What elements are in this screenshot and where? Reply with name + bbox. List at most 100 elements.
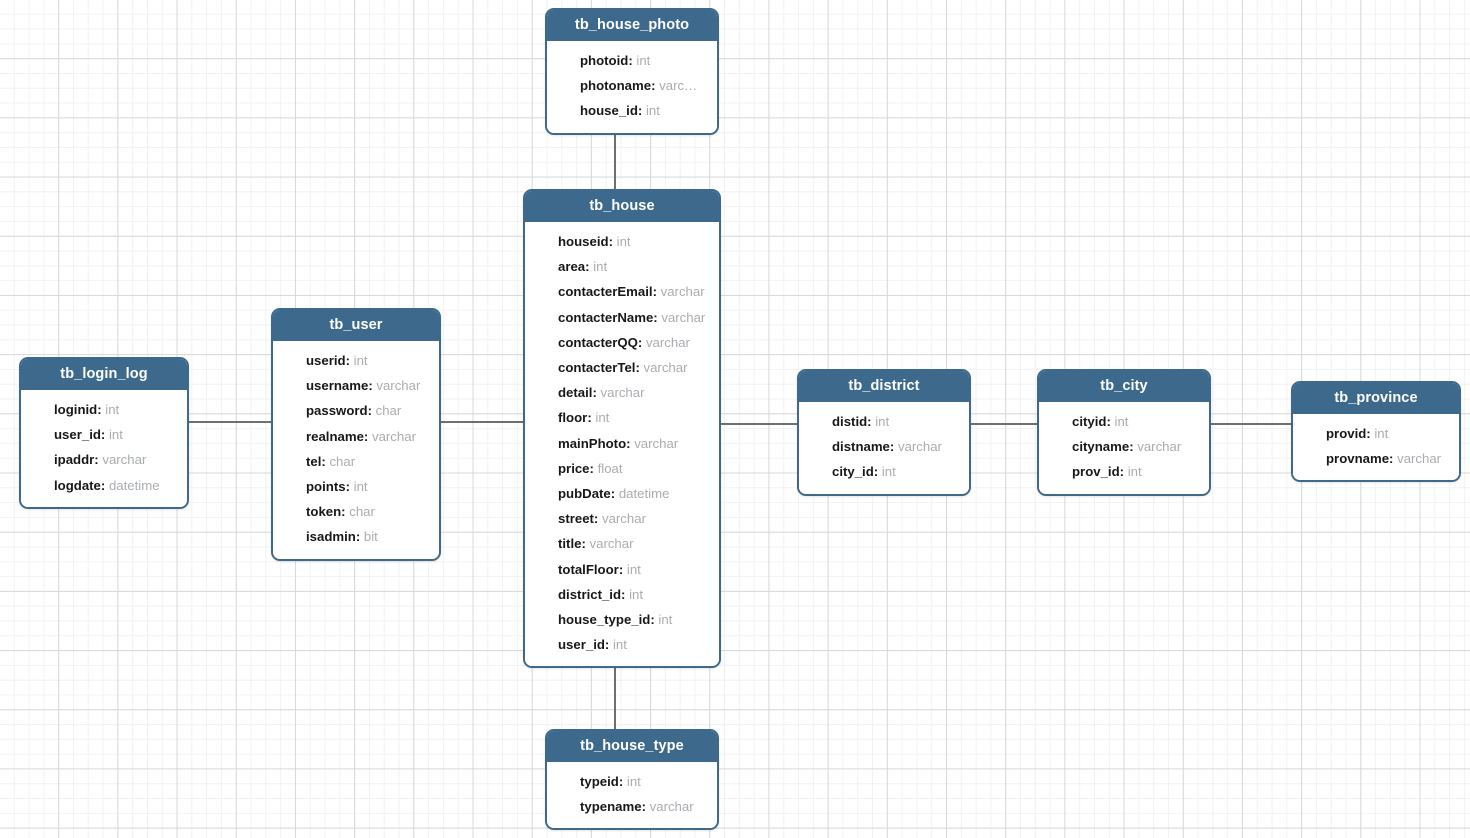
field-separator: : (889, 439, 895, 455)
field-type: int (609, 637, 627, 653)
field-row[interactable]: mainPhoto: varchar (525, 431, 719, 456)
field-type: int (1124, 464, 1142, 480)
connector-district-to-city[interactable] (970, 423, 1038, 425)
field-row[interactable]: street: varchar (525, 506, 719, 531)
field-row[interactable]: house_type_id: int (525, 607, 719, 632)
field-row[interactable]: realname: varchar (273, 424, 439, 449)
field-row[interactable]: contacterTel: varchar (525, 355, 719, 380)
field-type: varchar (639, 360, 688, 376)
field-row[interactable]: totalFloor: int (525, 557, 719, 582)
connector-house-to-house-type[interactable] (614, 665, 616, 729)
field-row[interactable]: ipaddr: varchar (21, 447, 187, 472)
field-name: contacterName (558, 309, 654, 325)
field-row[interactable]: cityname: varchar (1039, 434, 1209, 459)
field-name: photoid (580, 53, 629, 68)
field-name: typename (580, 799, 642, 815)
field-type: int (591, 410, 610, 426)
field-row[interactable]: city_id: int (799, 459, 969, 484)
field-row[interactable]: user_id: int (21, 422, 187, 447)
field-name: detail (558, 385, 593, 401)
field-row[interactable]: isadmin: bit (273, 524, 439, 549)
entity-title-tb_district: tb_district (799, 371, 969, 402)
field-row[interactable]: floor: int (525, 405, 719, 430)
field-type: int (101, 402, 120, 417)
field-row[interactable]: distname: varchar (799, 434, 969, 459)
field-row[interactable]: house_id: int (547, 98, 717, 123)
connector-city-to-province[interactable] (1210, 423, 1292, 425)
field-row[interactable]: tel: char (273, 449, 439, 474)
field-row[interactable]: title: varchar (525, 531, 719, 556)
connector-user-to-house[interactable] (440, 421, 524, 423)
field-row[interactable]: distid: int (799, 409, 969, 434)
field-type: varchar (645, 799, 694, 815)
field-row[interactable]: userid: int (273, 348, 439, 373)
field-name: isadmin (306, 529, 356, 545)
field-row[interactable]: price: float (525, 456, 719, 481)
field-row[interactable]: area: int (525, 254, 719, 279)
field-row[interactable]: token: char (273, 499, 439, 524)
field-type: varchar (656, 284, 705, 300)
field-separator: : (341, 504, 346, 520)
field-separator: : (367, 403, 372, 419)
field-row[interactable]: houseid: int (525, 229, 719, 254)
field-row[interactable]: prov_id: int (1039, 459, 1209, 484)
field-row[interactable]: photoid: int (547, 48, 717, 73)
field-type: varchar (585, 536, 634, 552)
field-row[interactable]: password: char (273, 398, 439, 423)
field-row[interactable]: photoname: varc… (547, 73, 717, 98)
field-row[interactable]: points: int (273, 474, 439, 499)
field-name: distname (832, 439, 890, 455)
connector-login-log-to-user[interactable] (188, 421, 272, 423)
field-name: userid (306, 353, 346, 368)
field-type: varchar (642, 334, 690, 350)
field-row[interactable]: district_id: int (525, 582, 719, 607)
field-row[interactable]: loginid: int (21, 397, 187, 422)
field-name: cityname (1072, 439, 1130, 455)
field-row[interactable]: cityid: int (1039, 409, 1209, 434)
field-type: int (105, 427, 123, 443)
field-row[interactable]: user_id: int (525, 632, 719, 657)
field-separator: : (94, 452, 99, 468)
field-row[interactable]: detail: varchar (525, 380, 719, 405)
field-row[interactable]: typename: varchar (547, 794, 717, 819)
field-separator: : (100, 477, 106, 493)
field-type: int (623, 561, 641, 577)
field-row[interactable]: contacterEmail: varchar (525, 279, 719, 304)
field-separator: : (97, 402, 102, 417)
entity-title-tb_login_log: tb_login_log (21, 359, 187, 390)
field-name: contacterEmail (558, 284, 653, 300)
connector-house-to-district[interactable] (720, 423, 798, 425)
connector-house-photo-to-house[interactable] (614, 131, 616, 189)
field-separator: : (1106, 414, 1111, 429)
field-row[interactable]: contacterQQ: varchar (525, 330, 719, 355)
field-separator: : (321, 453, 326, 469)
field-type: char (325, 453, 356, 469)
field-separator: : (585, 259, 590, 275)
field-type: int (878, 464, 896, 480)
field-row[interactable]: pubDate: datetime (525, 481, 719, 506)
field-name: user_id (558, 637, 605, 653)
field-separator: : (593, 511, 599, 527)
field-row[interactable]: provname: varchar (1293, 446, 1459, 471)
field-separator: : (1366, 426, 1371, 441)
field-row[interactable]: typeid: int (547, 769, 717, 794)
field-row[interactable]: logdate: datetime (21, 473, 187, 498)
field-type: float (593, 460, 623, 476)
field-row[interactable]: contacterName: varchar (525, 305, 719, 330)
field-row[interactable]: provid: int (1293, 421, 1459, 446)
field-type: varchar (368, 428, 416, 444)
field-name: token (306, 504, 342, 520)
field-row[interactable]: username: varchar (273, 373, 439, 398)
